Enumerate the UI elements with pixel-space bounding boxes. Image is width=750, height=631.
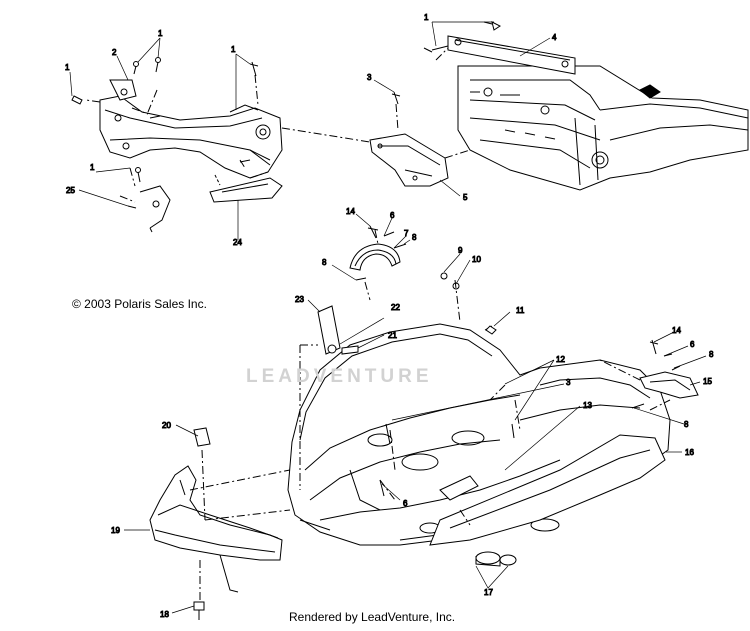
side-panel-part-16 xyxy=(429,434,666,546)
callout-1a: 1 xyxy=(65,63,70,72)
callout-8c: 8 xyxy=(709,350,714,359)
fasteners-lower xyxy=(355,225,681,497)
callout-21: 21 xyxy=(388,331,397,340)
brace-part-24 xyxy=(209,174,283,203)
leader-lines-upper xyxy=(85,47,471,203)
callout-8d: 8 xyxy=(684,420,689,429)
callout-16: 16 xyxy=(685,448,694,457)
callout-9: 9 xyxy=(458,246,463,255)
callout-19: 19 xyxy=(111,526,120,535)
callout-18: 18 xyxy=(160,610,169,619)
callout-14b: 14 xyxy=(672,326,681,335)
callout-22: 22 xyxy=(391,303,400,312)
part-17 xyxy=(475,551,517,567)
footer-credit: Rendered by LeadVenture, Inc. xyxy=(289,610,456,624)
leader-lines-lower xyxy=(189,229,671,600)
callout-leaders xyxy=(69,21,707,614)
callout-15: 15 xyxy=(703,377,712,386)
callout-3a: 3 xyxy=(367,73,372,82)
callout-6c: 6 xyxy=(403,499,408,508)
callout-1c: 1 xyxy=(231,45,236,54)
bracket-part-5 xyxy=(369,133,449,187)
callout-7: 7 xyxy=(404,229,409,238)
parts-21-23 xyxy=(317,305,359,355)
plate-part-25 xyxy=(139,185,171,233)
callout-6a: 6 xyxy=(390,211,395,220)
part-20 xyxy=(193,427,211,447)
watermark-text: LEADVENTURE xyxy=(246,366,433,387)
rear-frame xyxy=(457,65,749,191)
callout-8b: 8 xyxy=(322,258,327,267)
callout-8a: 8 xyxy=(412,233,417,242)
callout-17: 17 xyxy=(484,588,493,597)
callout-2: 2 xyxy=(112,48,117,57)
bolt-part-18 xyxy=(193,601,205,620)
callout-4: 4 xyxy=(552,33,557,42)
clip-part-7 xyxy=(349,243,401,271)
front-bracket xyxy=(99,79,283,179)
callout-11: 11 xyxy=(516,306,525,315)
callout-1b: 1 xyxy=(158,29,163,38)
rail-part-4 xyxy=(423,21,576,75)
callout-3b: 3 xyxy=(566,378,571,387)
callout-6b: 6 xyxy=(690,340,695,349)
fasteners-upper xyxy=(71,57,401,209)
part-15 xyxy=(639,371,699,399)
callout-5: 5 xyxy=(463,193,468,202)
callout-20: 20 xyxy=(162,421,171,430)
bumper-part-19 xyxy=(149,465,283,593)
callout-25: 25 xyxy=(66,186,75,195)
callout-1d: 1 xyxy=(90,163,95,172)
callout-23: 23 xyxy=(295,295,304,304)
callout-labels: 1 2 1 1 1 3 4 1 25 24 5 14 6 7 8 8 9 10 … xyxy=(65,13,715,620)
copyright-notice: © 2003 Polaris Sales Inc. xyxy=(72,297,207,311)
callout-1e: 1 xyxy=(424,13,429,22)
callout-10: 10 xyxy=(472,255,481,264)
callout-24: 24 xyxy=(233,238,242,247)
callout-13: 13 xyxy=(583,401,592,410)
callout-14a: 14 xyxy=(346,207,355,216)
callout-12: 12 xyxy=(556,355,565,364)
